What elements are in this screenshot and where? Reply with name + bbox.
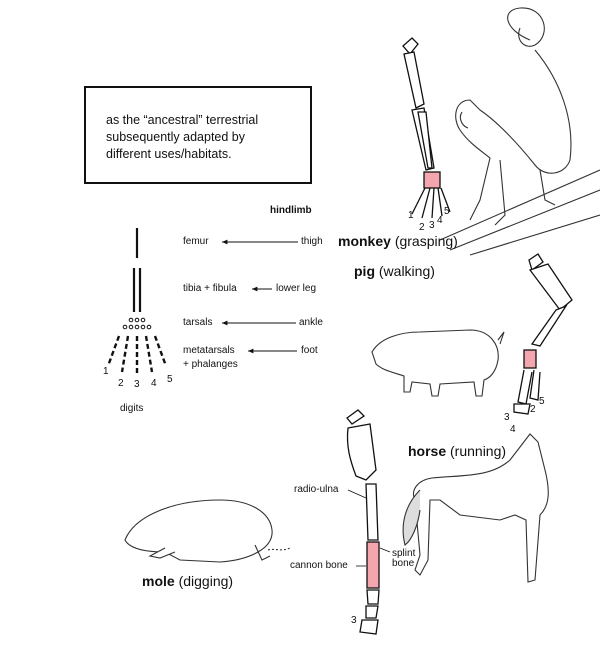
note-line-3: different uses/habitats. — [106, 147, 232, 161]
digit-5: 5 — [167, 374, 173, 385]
monkey-use: (grasping) — [394, 233, 458, 249]
pig-limb — [513, 253, 573, 415]
horse-use: (running) — [450, 443, 507, 459]
horse-figure — [402, 433, 549, 583]
monkey-limb — [402, 37, 451, 219]
pig-digit-2: 2 — [530, 404, 536, 415]
mole-caption: mole (digging) — [142, 573, 233, 589]
note-line-2: subsequently adapted by — [106, 130, 245, 144]
digit-3: 3 — [134, 379, 140, 390]
mole-figure — [124, 499, 291, 563]
monkey-digit-4: 4 — [437, 215, 443, 226]
pig-use: (walking) — [378, 263, 435, 279]
digit-4: 4 — [151, 378, 157, 389]
label-cannon-bone: cannon bone — [290, 560, 348, 571]
mole-name: mole — [142, 573, 175, 589]
mole-use: (digging) — [178, 573, 234, 589]
hindlimb-schematic — [106, 228, 168, 374]
pig-digit-3: 3 — [504, 412, 510, 423]
pig-digit-5: 5 — [539, 396, 545, 407]
label-phalanges: + phalanges — [183, 359, 238, 370]
label-arrows — [222, 239, 298, 354]
monkey-digit-3: 3 — [429, 220, 435, 231]
note-text: as the “ancestral” terrestrial subsequen… — [106, 112, 306, 163]
note-line-1: as the “ancestral” terrestrial — [106, 113, 259, 127]
horse-digit-3: 3 — [351, 615, 357, 626]
horse-limb — [346, 409, 380, 635]
monkey-digit-1: 1 — [408, 210, 414, 221]
pig-name: pig — [354, 263, 375, 279]
label-tibia-fibula: tibia + fibula — [183, 283, 237, 294]
label-splint-bone: bone — [392, 558, 415, 569]
monkey-digit-2: 2 — [419, 222, 425, 233]
label-tarsals: tarsals — [183, 317, 213, 328]
hindlimb-title: hindlimb — [270, 205, 312, 216]
label-thigh: thigh — [301, 236, 323, 247]
label-ankle: ankle — [299, 317, 323, 328]
pig-figure — [371, 329, 505, 397]
pig-caption: pig (walking) — [354, 263, 435, 279]
monkey-caption: monkey (grasping) — [338, 233, 458, 249]
label-splint: splint — [392, 548, 416, 559]
digits-label: digits — [120, 403, 144, 414]
monkey-figure — [439, 7, 600, 256]
monkey-name: monkey — [338, 233, 391, 249]
digit-1: 1 — [103, 366, 109, 377]
horse-name: horse — [408, 443, 447, 459]
label-radio-ulna: radio-ulna — [294, 484, 339, 495]
digit-2: 2 — [118, 378, 124, 389]
pig-digit-4: 4 — [510, 424, 516, 435]
note-box: as the “ancestral” terrestrial subsequen… — [84, 86, 312, 184]
label-metatarsals: metatarsals — [183, 345, 235, 356]
monkey-digit-5: 5 — [444, 206, 450, 217]
horse-label-lines — [347, 489, 391, 567]
label-foot: foot — [301, 345, 318, 356]
label-femur: femur — [183, 236, 209, 247]
label-lower-leg: lower leg — [276, 283, 317, 294]
horse-caption: horse (running) — [408, 443, 506, 459]
